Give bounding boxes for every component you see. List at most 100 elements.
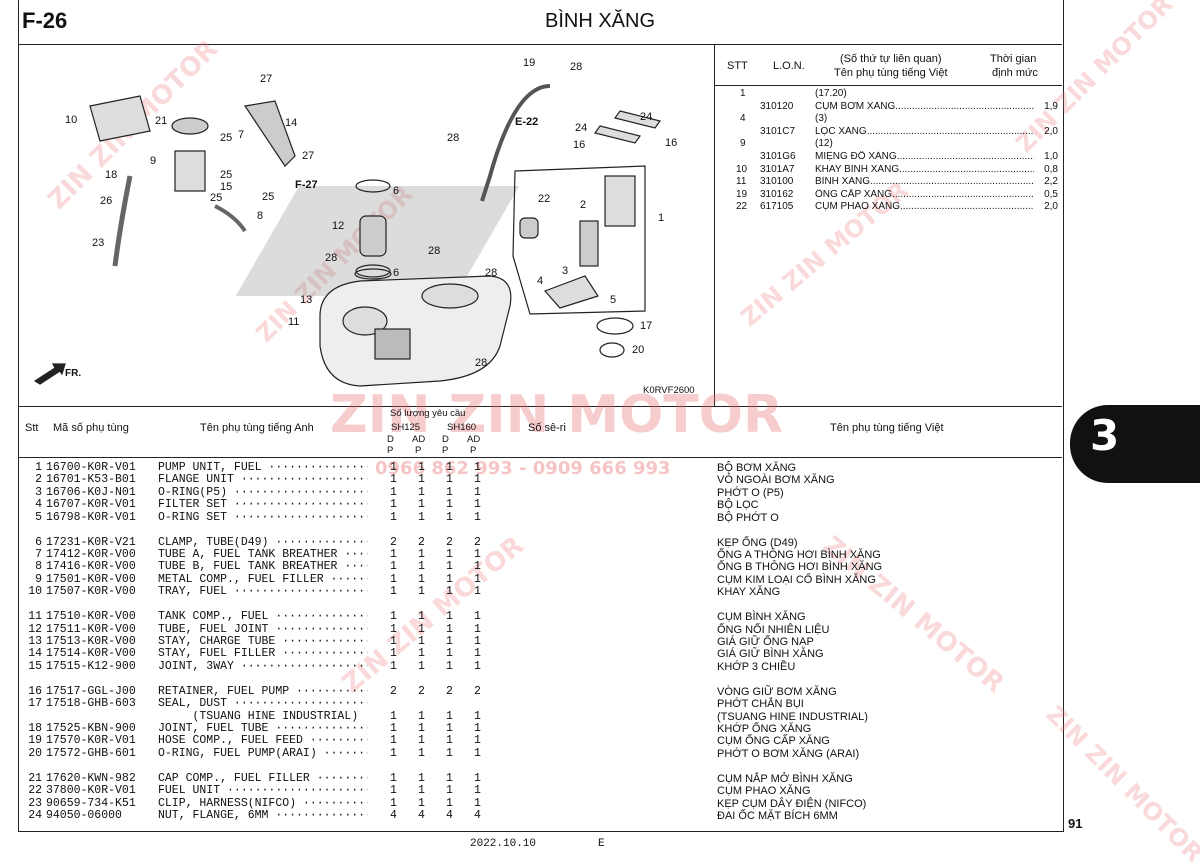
svg-text:27: 27 [260,73,272,85]
row-qty: 1 [474,659,481,673]
row-part-number: 17501-K0R-V00 [46,572,136,586]
section-badge: 3 [1070,405,1200,483]
rt-value: 2,2 [1044,176,1058,188]
row-qty: 1 [418,485,425,499]
row-qty: 2 [418,684,425,698]
rt-row: 11 310100 BÌNH XĂNG.....................… [736,176,1058,188]
row-qty: 1 [390,796,397,810]
row-stt: 2 [35,473,42,487]
row-stt: 21 [28,771,42,785]
rt-stt: 4 [740,113,746,125]
rt-lon: 617105 [760,201,794,213]
row-stt: 1 [35,461,42,474]
svg-text:25: 25 [262,191,274,203]
row-part-number: 17570-K0R-V01 [46,734,136,748]
row-stt: 14 [28,647,42,661]
row-name-en: STAY, FUEL FILLER ······················… [158,648,368,661]
rt-value: 2,0 [1044,201,1058,213]
row-qty: 1 [390,659,397,673]
row-qty: 4 [446,809,453,822]
svg-text:2: 2 [580,199,586,211]
row-name-en: SEAL, DUST ·····························… [158,698,368,711]
svg-text:10: 10 [65,114,77,126]
row-qty: 1 [418,610,425,624]
col-header-ad2: AD [467,434,481,445]
footer-date: 2022.10.10 [470,838,537,850]
rt-value: 0,8 [1044,163,1058,175]
svg-text:28: 28 [447,132,459,144]
row-qty: 1 [446,585,453,599]
col-header-name-vi: Tên phụ tùng tiếng Việt [830,422,944,434]
row-name-en: CAP COMP., FUEL FILLER ·················… [158,772,368,785]
row-qty: 1 [446,548,453,561]
svg-text:E-22: E-22 [515,116,538,128]
row-stt: 10 [28,585,42,599]
row-qty: 1 [474,560,481,574]
row-name-vi: CỤM PHAO XĂNG [717,785,811,798]
row-qty: 1 [418,746,425,760]
svg-text:12: 12 [332,220,344,232]
rt-header-stt: STT [727,60,748,72]
row-qty: 1 [446,771,453,785]
row-qty: 1 [474,473,481,487]
row-qty: 1 [474,585,481,599]
row-name-vi: BỘ PHỚT O [717,511,779,524]
row-qty: 1 [446,473,453,487]
row-qty: 1 [390,734,397,748]
row-qty: 2 [446,684,453,698]
rt-stt: 22 [736,201,748,213]
row-qty: 2 [390,535,397,549]
table-divider [18,406,1062,407]
svg-text:25: 25 [220,132,232,144]
row-qty: 1 [446,709,453,723]
footer-edition: E [598,838,605,850]
svg-text:20: 20 [632,344,644,356]
row-name-en: NUT, FLANGE, 6MM ·······················… [158,810,368,822]
row-name-vi: BỘ LỌC [717,499,759,512]
svg-text:28: 28 [485,267,497,279]
svg-text:6: 6 [393,185,399,197]
svg-text:5: 5 [610,294,616,306]
col-header-part-no: Mã số phụ tùng [53,422,129,434]
rt-value: 0,5 [1044,188,1058,200]
svg-text:6: 6 [393,267,399,279]
row-name-vi: KẸP ỐNG (D49) [717,536,798,549]
rt-related: (17.20) [815,88,847,99]
rt-header-lon: L.O.N. [773,60,805,72]
row-part-number: 16707-K0R-V01 [46,498,136,512]
rt-header-viet: Tên phụ tùng tiếng Việt [834,67,948,79]
row-name-vi: KẸP CỤM DÂY ĐIỆN (NIFCO) [717,797,867,810]
col-header-p4: P [470,445,477,456]
svg-text:22: 22 [538,193,550,205]
rt-related: (12) [815,138,833,150]
row-part-number: 94050-06000 [46,809,122,822]
row-qty: 1 [446,485,453,499]
rt-stt: 19 [736,188,748,200]
svg-text:28: 28 [325,252,337,264]
col-header-p3: P [442,445,449,456]
rt-lon: 310100 [760,176,794,188]
svg-text:25: 25 [220,169,232,181]
rt-header-time1: Thời gian [990,53,1037,65]
row-qty: 1 [474,498,481,512]
row-qty: 1 [418,734,425,748]
row-qty: 1 [474,771,481,785]
row-part-number: 17513-K0R-V00 [46,635,136,648]
row-name-vi: CỤM BÌNH XĂNG [717,611,806,624]
page-number: 91 [1068,816,1083,831]
row-name-en: HOSE COMP., FUEL FEED ··················… [158,735,368,748]
row-part-number: 17507-K0R-V00 [46,585,136,599]
